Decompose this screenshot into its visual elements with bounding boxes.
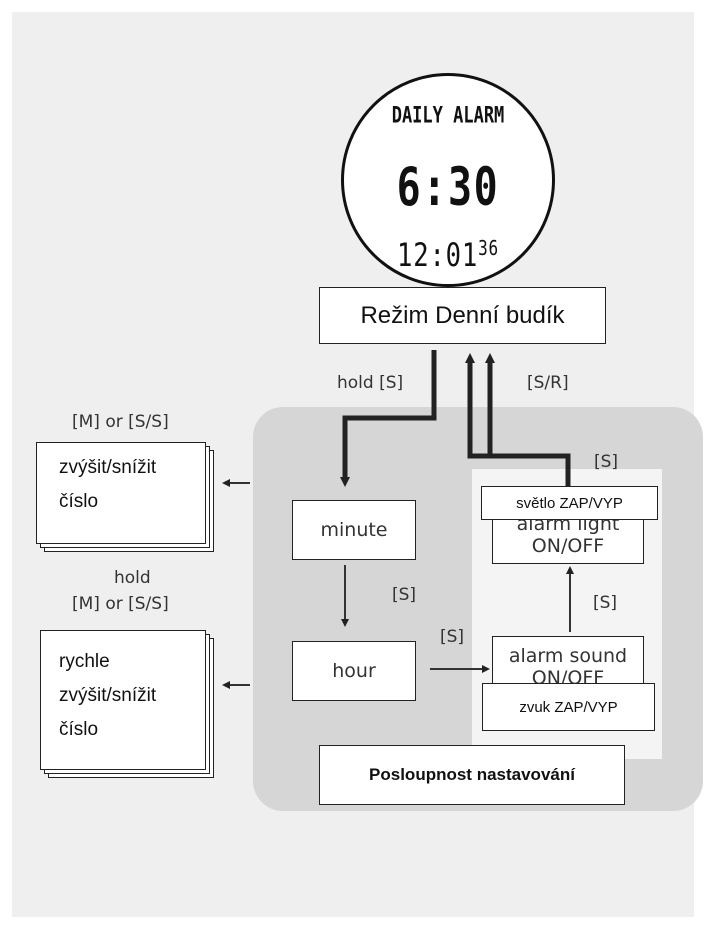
m-or-ss-label: [M] or [S/S] xyxy=(72,412,169,432)
hold-s-label: hold [S] xyxy=(337,373,404,393)
current-time-display: 12:0136 xyxy=(365,236,531,274)
hold-label: hold xyxy=(114,568,151,588)
fast-increase-text: rychle zvýšit/snížit číslo xyxy=(59,651,157,740)
minute-step: minute xyxy=(292,500,416,560)
arrow-exit-1 xyxy=(465,353,571,493)
s-right-label: [S] xyxy=(593,593,618,613)
fast-increase-box: rychle zvýšit/snížit číslo xyxy=(40,630,206,770)
alarm-sound-overlay: zvuk ZAP/VYP xyxy=(482,683,655,731)
watch-title: DAILY ALARM xyxy=(391,103,505,129)
s-left-label: [S] xyxy=(440,627,465,647)
hour-step: hour xyxy=(292,641,416,701)
mode-title-box: Režim Denní budík xyxy=(319,287,606,344)
current-time: 12:01 xyxy=(397,236,479,274)
increase-text: zvýšit/snížit číslo xyxy=(59,457,157,512)
m-or-ss-label-2: [M] or [S/S] xyxy=(72,594,169,614)
seconds-display: 36 xyxy=(478,236,499,260)
s-mid-label: [S] xyxy=(392,585,417,605)
alarm-light-overlay: světlo ZAP/VYP xyxy=(481,486,658,520)
alarm-time-display: 6:30 xyxy=(396,156,500,218)
sequence-title-box: Posloupnost nastavování xyxy=(319,745,625,805)
arrow-to-minute xyxy=(340,350,437,487)
increase-box: zvýšit/snížit číslo xyxy=(36,442,206,544)
s-top-label: [S] xyxy=(594,452,619,472)
watch-face: DAILY ALARM 6:30 12:0136 xyxy=(341,73,555,287)
s-r-label: [S/R] xyxy=(527,373,569,393)
